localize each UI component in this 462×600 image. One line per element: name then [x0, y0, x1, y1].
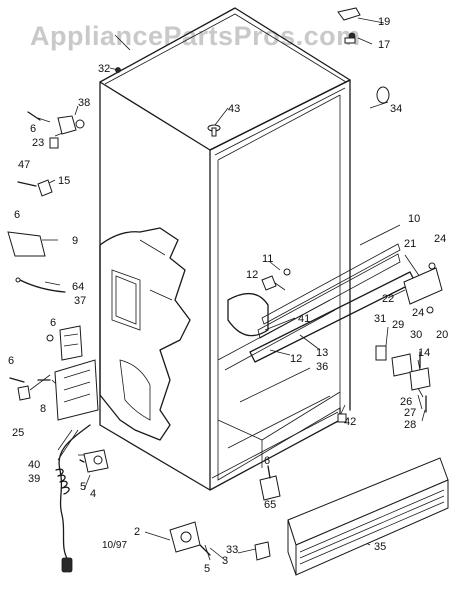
clip-33 [254, 541, 271, 561]
callout-65: 65 [264, 499, 276, 511]
power-cord-39-40 [55, 424, 91, 573]
bracket-9 [7, 231, 46, 257]
callout-28: 28 [404, 419, 416, 431]
callout-35: 35 [374, 541, 386, 553]
callout-33: 33 [226, 544, 238, 556]
callout-17: 17 [378, 39, 390, 51]
callout-38: 38 [78, 97, 90, 109]
callout-10: 10 [408, 213, 420, 225]
callout-29: 29 [392, 319, 404, 331]
toe-grille-35 [287, 457, 449, 576]
wire-64 [15, 277, 66, 293]
callout-15: 15 [58, 175, 70, 187]
side-cutaway [99, 227, 191, 441]
callout-43: 43 [228, 103, 240, 115]
relay-37 [46, 325, 83, 361]
screws-left-lower [9, 377, 51, 401]
diagram-code: 10/97 [102, 540, 127, 551]
hinge-parts-left [17, 111, 85, 197]
callout-37: 37 [74, 295, 86, 307]
callout-22: 22 [382, 293, 394, 305]
callout-6c: 6 [50, 317, 56, 329]
callout-32: 32 [98, 63, 110, 75]
callout-12b: 12 [290, 353, 302, 365]
callout-13: 13 [316, 347, 328, 359]
right-side-parts [375, 262, 443, 413]
callout-36: 36 [316, 361, 328, 373]
callout-8: 8 [40, 403, 46, 415]
callout-9: 9 [72, 235, 78, 247]
callout-34: 34 [390, 103, 402, 115]
dot-32 [115, 67, 121, 73]
callout-2: 2 [134, 526, 140, 538]
plug-42 [337, 413, 347, 423]
bracket-65 [259, 465, 281, 501]
callout-23: 23 [32, 137, 44, 149]
callout-41: 41 [298, 313, 310, 325]
callout-6d: 6 [8, 355, 14, 367]
callout-40: 40 [28, 459, 40, 471]
callout-3: 3 [222, 555, 228, 567]
callout-11: 11 [262, 253, 273, 265]
callout-64: 64 [72, 281, 84, 293]
callout-42: 42 [344, 416, 356, 428]
callout-24a: 24 [434, 233, 446, 245]
callout-5a: 5 [80, 481, 86, 493]
callout-25: 25 [12, 427, 24, 439]
callout-39: 39 [28, 473, 40, 485]
callout-19: 19 [378, 16, 390, 28]
plug-button-34 [376, 86, 390, 104]
callout-27: 27 [404, 407, 416, 419]
callout-20: 20 [436, 329, 448, 341]
callout-26: 26 [400, 396, 412, 408]
cover-plate-25 [54, 359, 99, 421]
callout-14: 14 [418, 347, 430, 359]
callout-21: 21 [404, 238, 416, 250]
screw-43 [207, 124, 221, 137]
hinge-bottom-2 [169, 521, 211, 556]
clamp-4-5 [79, 449, 109, 473]
callout-31: 31 [374, 313, 386, 325]
callout-47: 47 [18, 159, 30, 171]
callout-6a: 6 [30, 123, 36, 135]
hinge-top-right [337, 7, 361, 44]
refrigerator-cabinet [99, 7, 351, 491]
watermark-text: AppliancePartsPros.com [30, 21, 361, 51]
callout-4: 4 [90, 488, 96, 500]
callout-12a: 12 [246, 269, 258, 281]
callout-6e: 6 [264, 455, 270, 467]
clip-12-top [261, 268, 291, 291]
callout-30: 30 [410, 329, 422, 341]
callout-24b: 24 [412, 307, 424, 319]
callout-6b: 6 [14, 209, 20, 221]
callout-5b: 5 [204, 563, 210, 575]
callout-labels: 19 17 32 34 43 38 6 23 47 15 6 9 64 37 6… [8, 16, 448, 575]
